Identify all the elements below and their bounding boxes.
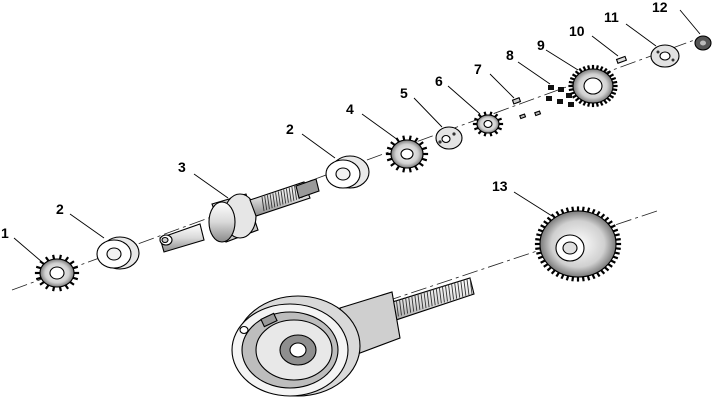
callout-11: 11 bbox=[604, 9, 619, 25]
leader-lines bbox=[13, 9, 701, 263]
one-way-clutch-gear bbox=[568, 64, 618, 108]
crankshaft bbox=[159, 178, 320, 253]
callout-5: 5 bbox=[400, 85, 408, 101]
bearing-left bbox=[96, 236, 140, 270]
starter-gear bbox=[472, 111, 504, 137]
retainer-clips bbox=[519, 110, 542, 120]
clutch-rollers bbox=[546, 85, 574, 107]
callout-2-right: 2 bbox=[286, 121, 294, 137]
callout-7: 7 bbox=[474, 61, 482, 77]
callout-2-left: 2 bbox=[56, 201, 64, 217]
callout-4: 4 bbox=[346, 101, 354, 117]
cam-plate bbox=[435, 126, 463, 150]
small-pinion-gear bbox=[34, 254, 80, 292]
callout-12: 12 bbox=[652, 0, 668, 15]
nut bbox=[694, 35, 712, 51]
callout-13: 13 bbox=[492, 178, 508, 194]
drive-gear bbox=[385, 135, 429, 173]
washer bbox=[650, 44, 680, 68]
callout-6: 6 bbox=[435, 73, 443, 89]
callout-1: 1 bbox=[1, 225, 9, 241]
callout-9: 9 bbox=[537, 37, 545, 53]
callout-3: 3 bbox=[178, 159, 186, 175]
woodruff-key bbox=[615, 55, 628, 64]
callout-10: 10 bbox=[569, 23, 585, 39]
callout-8: 8 bbox=[506, 47, 514, 63]
bearing-right bbox=[325, 155, 370, 189]
dowel-pin bbox=[511, 97, 522, 105]
countershaft-gear bbox=[534, 206, 622, 282]
flywheel-shaft-assembly bbox=[231, 277, 475, 397]
